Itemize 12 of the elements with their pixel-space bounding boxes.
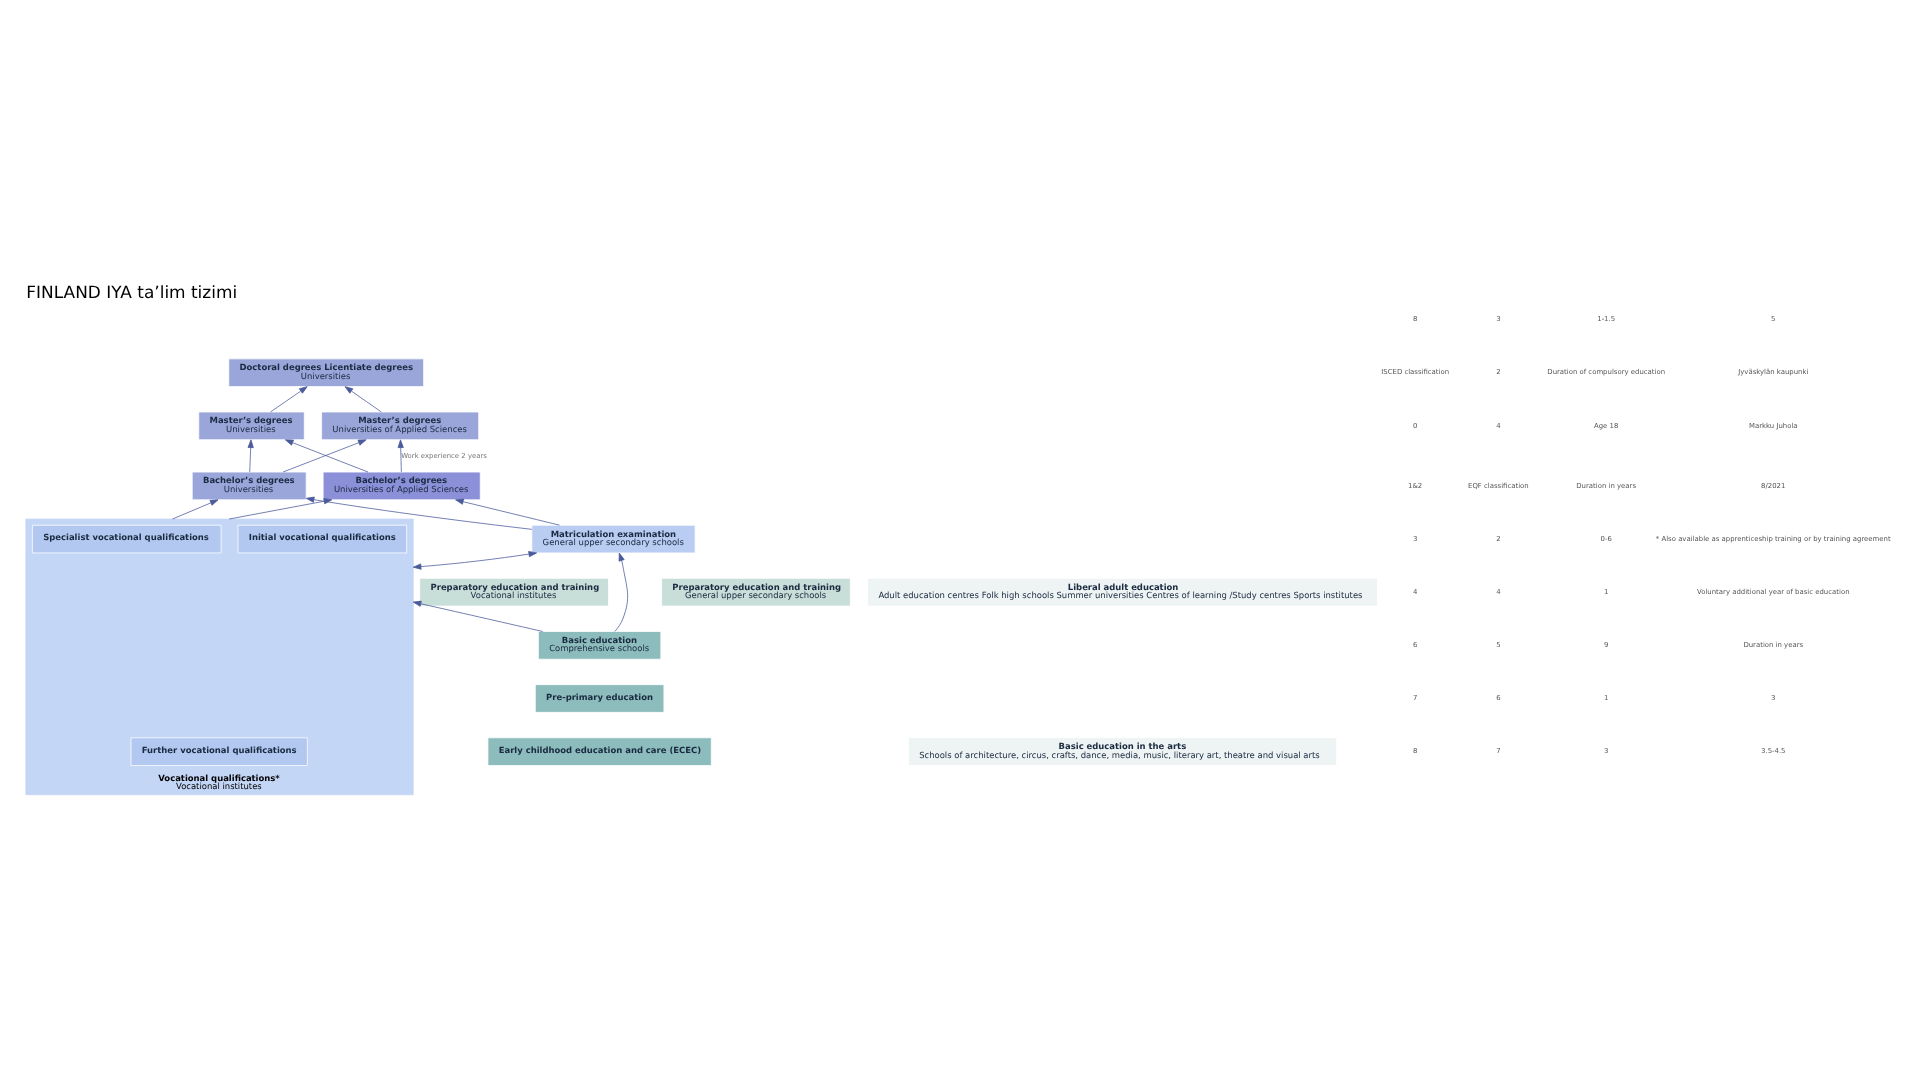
arrow [172,498,219,519]
arrow [344,385,382,412]
arrow [270,385,308,412]
arrow [397,438,404,472]
arrow [305,495,533,529]
arrow [412,550,537,569]
arrow [614,551,629,631]
arrow [247,438,254,472]
arrow [455,497,560,525]
arrow [228,497,333,519]
arrow [412,599,544,631]
diagram-title: FINLAND IYA ta’lim tizimi [26,280,238,301]
